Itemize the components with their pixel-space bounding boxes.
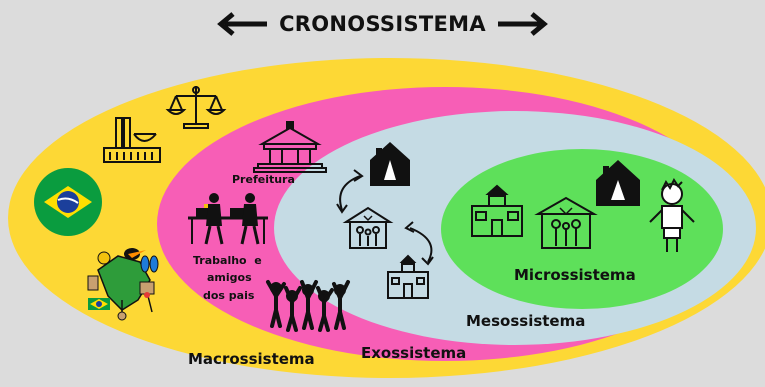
- brazil-culture-collage-icon: [87, 248, 159, 321]
- crowd-celebrating-icon: [266, 280, 350, 332]
- family-house-icon: [534, 196, 598, 249]
- cronossistema-title: CRONOSSISTEMA: [279, 12, 486, 36]
- child-icon: [649, 178, 695, 252]
- microssistema-label: Microssistema: [514, 266, 636, 284]
- title-banner: CRONOSSISTEMA: [0, 0, 765, 48]
- trabalho-label-line3: dos pais: [203, 289, 255, 302]
- family-house-icon: [342, 206, 394, 249]
- macrossistema-label: Macrossistema: [188, 350, 315, 368]
- scales-of-justice-icon: [165, 86, 227, 129]
- school-icon: [471, 184, 523, 237]
- mesosystem-arrows: [336, 169, 434, 266]
- congress-building-icon: [103, 117, 161, 163]
- microsystem-ellipse: [441, 149, 723, 309]
- prefeitura-label: Prefeitura: [232, 173, 295, 186]
- trabalho-label-line2: amigos: [207, 271, 252, 284]
- praying-hands-home-icon: [370, 142, 410, 186]
- school-icon: [387, 254, 429, 299]
- people-working-icon: [188, 193, 268, 245]
- city-hall-icon: [253, 121, 327, 173]
- brazil-flag-icon: [34, 168, 102, 236]
- exossistema-label: Exossistema: [361, 344, 467, 362]
- arrow-left-icon: [217, 12, 268, 36]
- arrow-right-icon: [497, 12, 548, 36]
- trabalho-label-line1: Trabalho e: [193, 254, 262, 267]
- mesossistema-label: Mesossistema: [466, 312, 586, 330]
- praying-hands-home-icon: [596, 160, 640, 206]
